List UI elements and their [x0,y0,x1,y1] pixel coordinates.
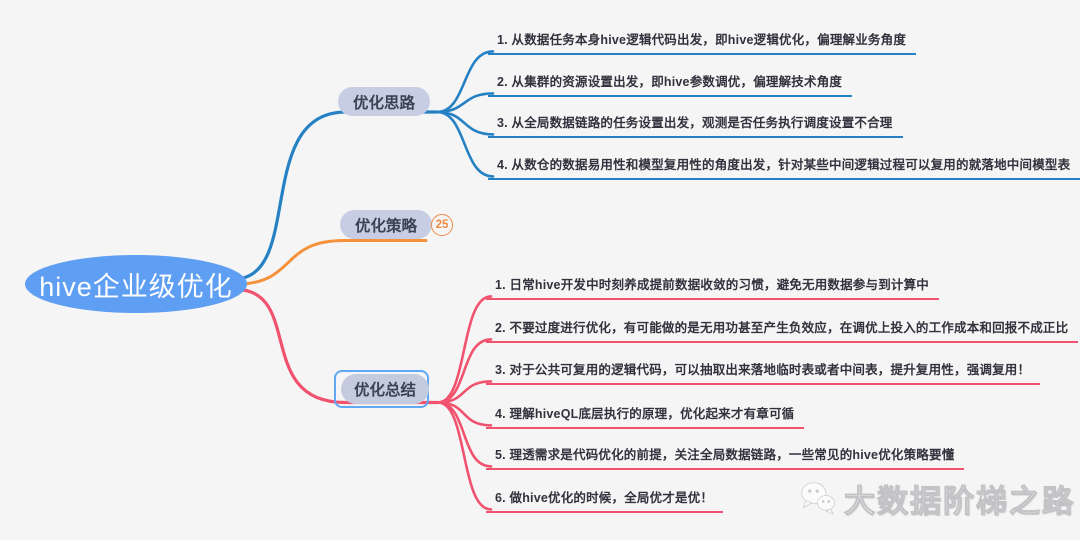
leaf-topic[interactable]: 4. 从数仓的数据易用性和模型复用性的角度出发，针对某些中间逻辑过程可以复用的就… [488,154,1080,180]
root-topic[interactable]: hive企业级优化 [25,255,247,313]
branch-topic-youhuasilu[interactable]: 优化思路 [338,87,431,116]
branch-line-youhuazongjie [241,288,440,405]
leaf-topic[interactable]: 1. 从数据任务本身hive逻辑代码出发，即hive逻辑优化，偏理解业务角度 [488,29,917,55]
leaf-topic[interactable]: 2. 不要过度进行优化，有可能做的是无用功甚至产生负效应，在调优上投入的工作成本… [486,317,1079,343]
leaf-connector-line [436,401,493,511]
branch-line-youhuasilu [241,110,439,280]
watermark-text: 大数据阶梯之路 [844,483,1075,519]
leaf-topic[interactable]: 1. 日常hive开发中时刻养成提前数据收敛的习惯，避免无用数据参与到计算中 [486,274,940,300]
branch-topic-youhuazongjie[interactable]: 优化总结 [341,374,430,404]
branch-line-youhuacelue [241,239,428,286]
leaf-topic[interactable]: 2. 从集群的资源设置出发，即hive参数调优，偏理解技术角度 [488,71,853,97]
leaf-topic[interactable]: 4. 理解hiveQL底层执行的原理，优化起来才有章可循 [486,403,805,429]
leaf-connector-line [435,110,495,178]
leaf-connector-line [436,338,493,404]
collapsed-count-badge[interactable]: 25 [431,214,453,236]
leaf-topic[interactable]: 5. 理透需求是代码优化的前提，关注全局数据链路，一些常见的hive优化策略要懂 [486,444,965,470]
branch-topic-youhuacelue[interactable]: 优化策略 [340,210,433,239]
leaf-topic[interactable]: 3. 从全局数据链路的任务设置出发，观测是否任务执行调度设置不合理 [488,112,903,138]
leaf-connector-line [435,50,495,114]
leaf-connector-line [436,295,493,404]
leaf-topic[interactable]: 3. 对于公共可复用的逻辑代码，可以抽取出来落地临时表或者中间表，提升复用性，强… [486,359,1041,385]
wechat-icon [801,482,835,515]
leaf-topic[interactable]: 6. 做hive优化的时候，全局优才是优！ [486,487,724,513]
watermark: 大数据阶梯之路 [800,468,1075,528]
